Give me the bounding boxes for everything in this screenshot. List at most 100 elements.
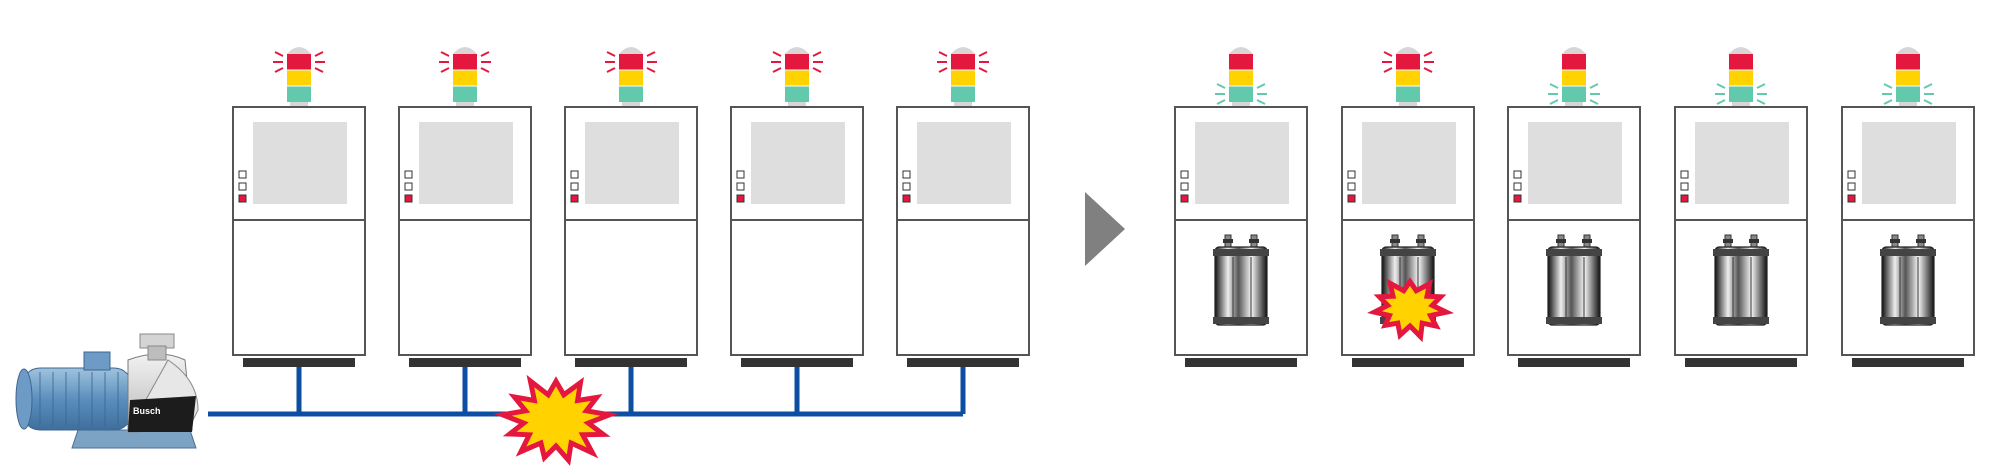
lamp-glow-ray [274, 51, 284, 57]
machine-cabinet-4 [730, 47, 864, 367]
lamp-yellow [619, 70, 643, 86]
pump-bottom-flange [1713, 317, 1769, 324]
lamp-red [1562, 54, 1586, 70]
pipe-failure-burst-icon [493, 374, 619, 466]
cabinet-base [907, 358, 1019, 367]
before-section: Busch [15, 47, 1030, 466]
lamp-yellow [287, 70, 311, 86]
pump-fitting-ring [1723, 239, 1733, 243]
indicator-light [1347, 182, 1356, 191]
indicator-light [238, 170, 247, 179]
cabinet-base [575, 358, 687, 367]
pump-top-flange [1546, 249, 1602, 256]
after-section [1174, 47, 1975, 367]
signal-tower-4 [1715, 47, 1767, 108]
control-screen [253, 122, 347, 204]
machine-cabinet-1 [232, 47, 366, 367]
cabinet-base [1185, 358, 1297, 367]
lamp-glow-ray [606, 67, 616, 73]
lamp-yellow [1729, 70, 1753, 86]
motor-terminal-box [83, 351, 111, 371]
lamp-glow-ray [606, 51, 616, 57]
pump-inlet-neck [147, 345, 167, 361]
pump-top-flange [1380, 249, 1436, 256]
lamp-glow-ray [1923, 83, 1933, 89]
tower-cap [619, 47, 643, 54]
signal-tower-2 [439, 47, 491, 108]
indicator-light-active [570, 194, 579, 203]
lamp-glow-ray [646, 51, 656, 57]
machine-cabinet-4 [1674, 47, 1808, 367]
indicator-light [404, 182, 413, 191]
lamp-glow-ray [1923, 99, 1933, 105]
pump-base [71, 429, 197, 449]
signal-tower-3 [1548, 47, 1600, 108]
lamp-red [1396, 54, 1420, 70]
tower-cap [1729, 47, 1753, 54]
cabinet-base [1685, 358, 1797, 367]
lamp-yellow [951, 70, 975, 86]
lamp-green [951, 86, 975, 102]
control-screen [585, 122, 679, 204]
tower-cap [785, 47, 809, 54]
lamp-glow-ray [812, 51, 822, 57]
pump-fitting-ring [1916, 239, 1926, 243]
pump-fitting-ring [1582, 239, 1592, 243]
cabinet-base [1852, 358, 1964, 367]
lamp-glow-ray [480, 67, 490, 73]
pump-top-flange [1880, 249, 1936, 256]
tower-cap [1562, 47, 1586, 54]
motor-fan-cover [15, 368, 33, 430]
lamp-red [785, 54, 809, 70]
lamp-glow-ray [646, 67, 656, 73]
machine-cabinet-3 [564, 47, 698, 367]
tower-base [788, 102, 806, 108]
indicator-light [570, 182, 579, 191]
signal-tower-3 [605, 47, 657, 108]
indicator-light [1847, 182, 1856, 191]
lamp-glow-ray [1383, 67, 1393, 73]
tower-cap [453, 47, 477, 54]
indicator-light [1513, 170, 1522, 179]
pump-top-flange [1213, 249, 1269, 256]
pump-fitting-ring [1749, 239, 1759, 243]
indicator-light-active [902, 194, 911, 203]
indicator-light [1180, 170, 1189, 179]
dedicated-pump-icon-4 [1713, 234, 1769, 326]
pump-top-flange [1713, 249, 1769, 256]
lamp-green [1729, 86, 1753, 102]
lamp-glow-ray [938, 51, 948, 57]
lamp-glow-ray [1883, 83, 1893, 89]
lamp-yellow [453, 70, 477, 86]
lamp-glow-ray [1883, 99, 1893, 105]
pump-body [1547, 246, 1601, 326]
control-screen [1528, 122, 1622, 204]
lamp-glow-ray [978, 51, 988, 57]
cabinet-base [1352, 358, 1464, 367]
indicator-light-active [238, 194, 247, 203]
indicator-light-active [1180, 194, 1189, 203]
transition-arrow [1085, 192, 1125, 266]
signal-tower-5 [937, 47, 989, 108]
indicator-light [1513, 182, 1522, 191]
indicator-light-active [1347, 194, 1356, 203]
lamp-yellow [785, 70, 809, 86]
lamp-yellow [1562, 70, 1586, 86]
indicator-light-active [1513, 194, 1522, 203]
lamp-green [619, 86, 643, 102]
lamp-glow-ray [1256, 83, 1266, 89]
signal-tower-1 [273, 47, 325, 108]
indicator-light [1347, 170, 1356, 179]
machine-cabinet-2 [398, 47, 532, 367]
tower-base [622, 102, 640, 108]
lamp-glow-ray [1216, 99, 1226, 105]
lamp-glow-ray [440, 51, 450, 57]
lamp-glow-ray [772, 51, 782, 57]
pump-fitting-ring [1556, 239, 1566, 243]
pump-bottom-flange [1880, 317, 1936, 324]
tower-cap [287, 47, 311, 54]
lamp-glow-ray [1256, 99, 1266, 105]
lamp-glow-ray [1423, 51, 1433, 57]
indicator-light [1680, 170, 1689, 179]
indicator-light-active [736, 194, 745, 203]
